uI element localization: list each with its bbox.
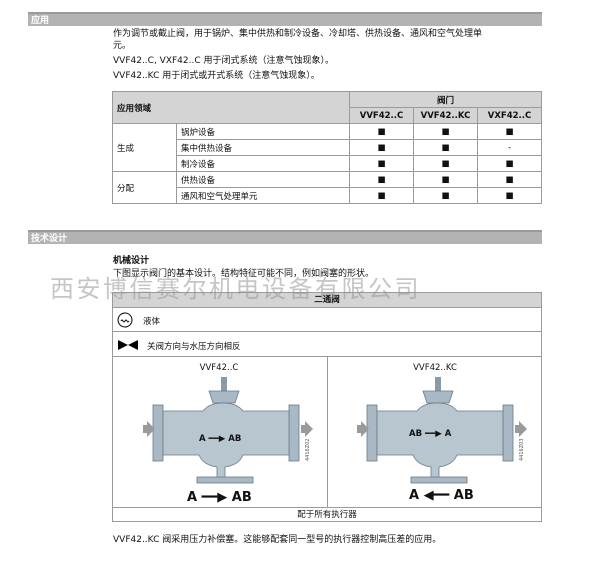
line-kc: VVF42..KC 用于闭式或开式系统（注意气蚀现象）。 xyxy=(113,71,320,81)
valve-stem xyxy=(435,377,441,391)
desc-line-2: 元。 xyxy=(113,41,132,51)
row-label: 通风和空气处理单元 xyxy=(176,187,350,204)
section-title-application: 应用 xyxy=(31,16,50,26)
line-c: VVF42..C, VXF42..C 用于闭式系统（注意气蚀现象）。 xyxy=(113,56,334,66)
left-flow-big: A ━━▶ AB xyxy=(187,490,252,505)
mark-cell: ■ xyxy=(477,187,542,204)
section-title-design: 技术设计 xyxy=(31,234,68,244)
row-label: 制冷设备 xyxy=(176,155,350,172)
left-flow-small: A ━━▶ AB xyxy=(199,434,242,444)
mark-cell: ■ xyxy=(349,123,414,140)
col-vvf42-kc: VVF42..KC xyxy=(413,107,478,124)
group-name: 生成 xyxy=(112,123,177,172)
legend-close-label: 关阀方向与水压方向相反 xyxy=(147,342,241,352)
inlet-arrow xyxy=(357,421,369,437)
right-flange xyxy=(288,404,300,462)
section-bar-application: 应用 xyxy=(28,12,542,26)
mark-cell: - xyxy=(477,139,542,156)
inlet-arrow xyxy=(143,421,155,437)
bottom-flange xyxy=(196,476,254,484)
right-flow-small: AB ━━▶ A xyxy=(409,429,452,439)
legend-fluid-row: 液体 xyxy=(113,308,541,332)
right-flange xyxy=(502,404,514,462)
group-name: 分配 xyxy=(112,171,177,204)
table-row: 制冷设备 ■ ■ ■ xyxy=(113,155,542,172)
table-row: 集中供热设备 ■ ■ - xyxy=(113,139,542,156)
table-row: 通风和空气处理单元 ■ ■ ■ xyxy=(113,187,542,204)
left-drawing-code: 4416Z02 xyxy=(305,438,311,461)
fluid-icon xyxy=(117,312,133,328)
mark-cell: ■ xyxy=(477,123,542,140)
valve-bonnet xyxy=(422,390,454,404)
right-model-label: VVF42..KC xyxy=(413,363,457,373)
legend-fluid-label: 液体 xyxy=(143,317,161,327)
closing-text: VVF42..KC 阀采用压力补偿塞。这能够配套同一型号的执行器控制高压差的应用… xyxy=(113,535,442,545)
table-header-field: 应用领域 xyxy=(112,91,350,124)
design-intro: 下图显示阀门的基本设计。结构特征可能不同，例如阀塞的形状。 xyxy=(113,269,375,279)
desc-line-1: 作为调节或截止阀，用于锅炉、集中供热和制冷设备、冷却塔、供热设备、通风和空气处理… xyxy=(113,29,483,39)
watermark-text: 西安博信赛尔机电设备有限公司 xyxy=(50,275,421,303)
left-model-label: VVF42..C xyxy=(199,363,239,373)
mark-cell: ■ xyxy=(477,171,542,188)
mark-cell: ■ xyxy=(349,155,414,172)
mark-cell: ■ xyxy=(477,155,542,172)
right-flow-big: A ◀━━ AB xyxy=(409,488,474,503)
valve-bonnet xyxy=(208,390,240,404)
mark-cell: ■ xyxy=(413,171,478,188)
outlet-arrow xyxy=(301,421,313,437)
left-flange xyxy=(366,404,378,462)
col-vvf42-c: VVF42..C xyxy=(349,107,414,124)
col-vxf42-c: VXF42..C xyxy=(477,107,542,124)
outlet-arrow xyxy=(515,421,527,437)
mark-cell: ■ xyxy=(413,155,478,172)
valve-symbol-icon xyxy=(118,340,138,350)
row-label: 锅炉设备 xyxy=(176,123,350,140)
table-row: 生成 锅炉设备 ■ ■ ■ xyxy=(112,123,542,172)
valve-body xyxy=(376,402,504,480)
row-label: 供热设备 xyxy=(176,171,350,188)
left-flange xyxy=(152,404,164,462)
row-label: 集中供热设备 xyxy=(176,139,350,156)
table-row: 分配 供热设备 ■ ■ ■ xyxy=(112,171,542,204)
column-divider xyxy=(327,357,328,507)
mark-cell: ■ xyxy=(349,139,414,156)
valve-vvf42-kc-diagram xyxy=(357,377,527,484)
subtitle-mechanical: 机械设计 xyxy=(113,256,150,266)
mark-cell: ■ xyxy=(413,139,478,156)
mark-cell: ■ xyxy=(413,123,478,140)
valve-body xyxy=(162,402,290,480)
design-box-footer: 配于所有执行器 xyxy=(113,507,541,522)
right-drawing-code: 4416Z03 xyxy=(519,438,525,461)
mark-cell: ■ xyxy=(413,187,478,204)
application-desc: 作为调节或截止阀，用于锅炉、集中供热和制冷设备、冷却塔、供热设备、通风和空气处理… xyxy=(113,28,482,82)
mark-cell: ■ xyxy=(349,187,414,204)
mark-cell: ■ xyxy=(349,171,414,188)
application-table: 应用领域 阀门 VVF42..C VVF42..KC VXF42..C 生成 锅… xyxy=(112,91,542,204)
valve-stem xyxy=(221,377,227,391)
section-bar-design: 技术设计 xyxy=(28,230,542,244)
bottom-flange xyxy=(410,476,468,484)
legend-close-row: 关阀方向与水压方向相反 xyxy=(113,332,541,357)
valve-design-box: 二通阀 液体 关阀方向与水压方向相反 VVF42..C A ━━▶ AB A ━… xyxy=(112,292,542,522)
valve-vvf42-c-diagram xyxy=(143,377,313,484)
table-header-valve: 阀门 xyxy=(349,91,542,108)
design-box-header: 二通阀 xyxy=(113,293,541,308)
